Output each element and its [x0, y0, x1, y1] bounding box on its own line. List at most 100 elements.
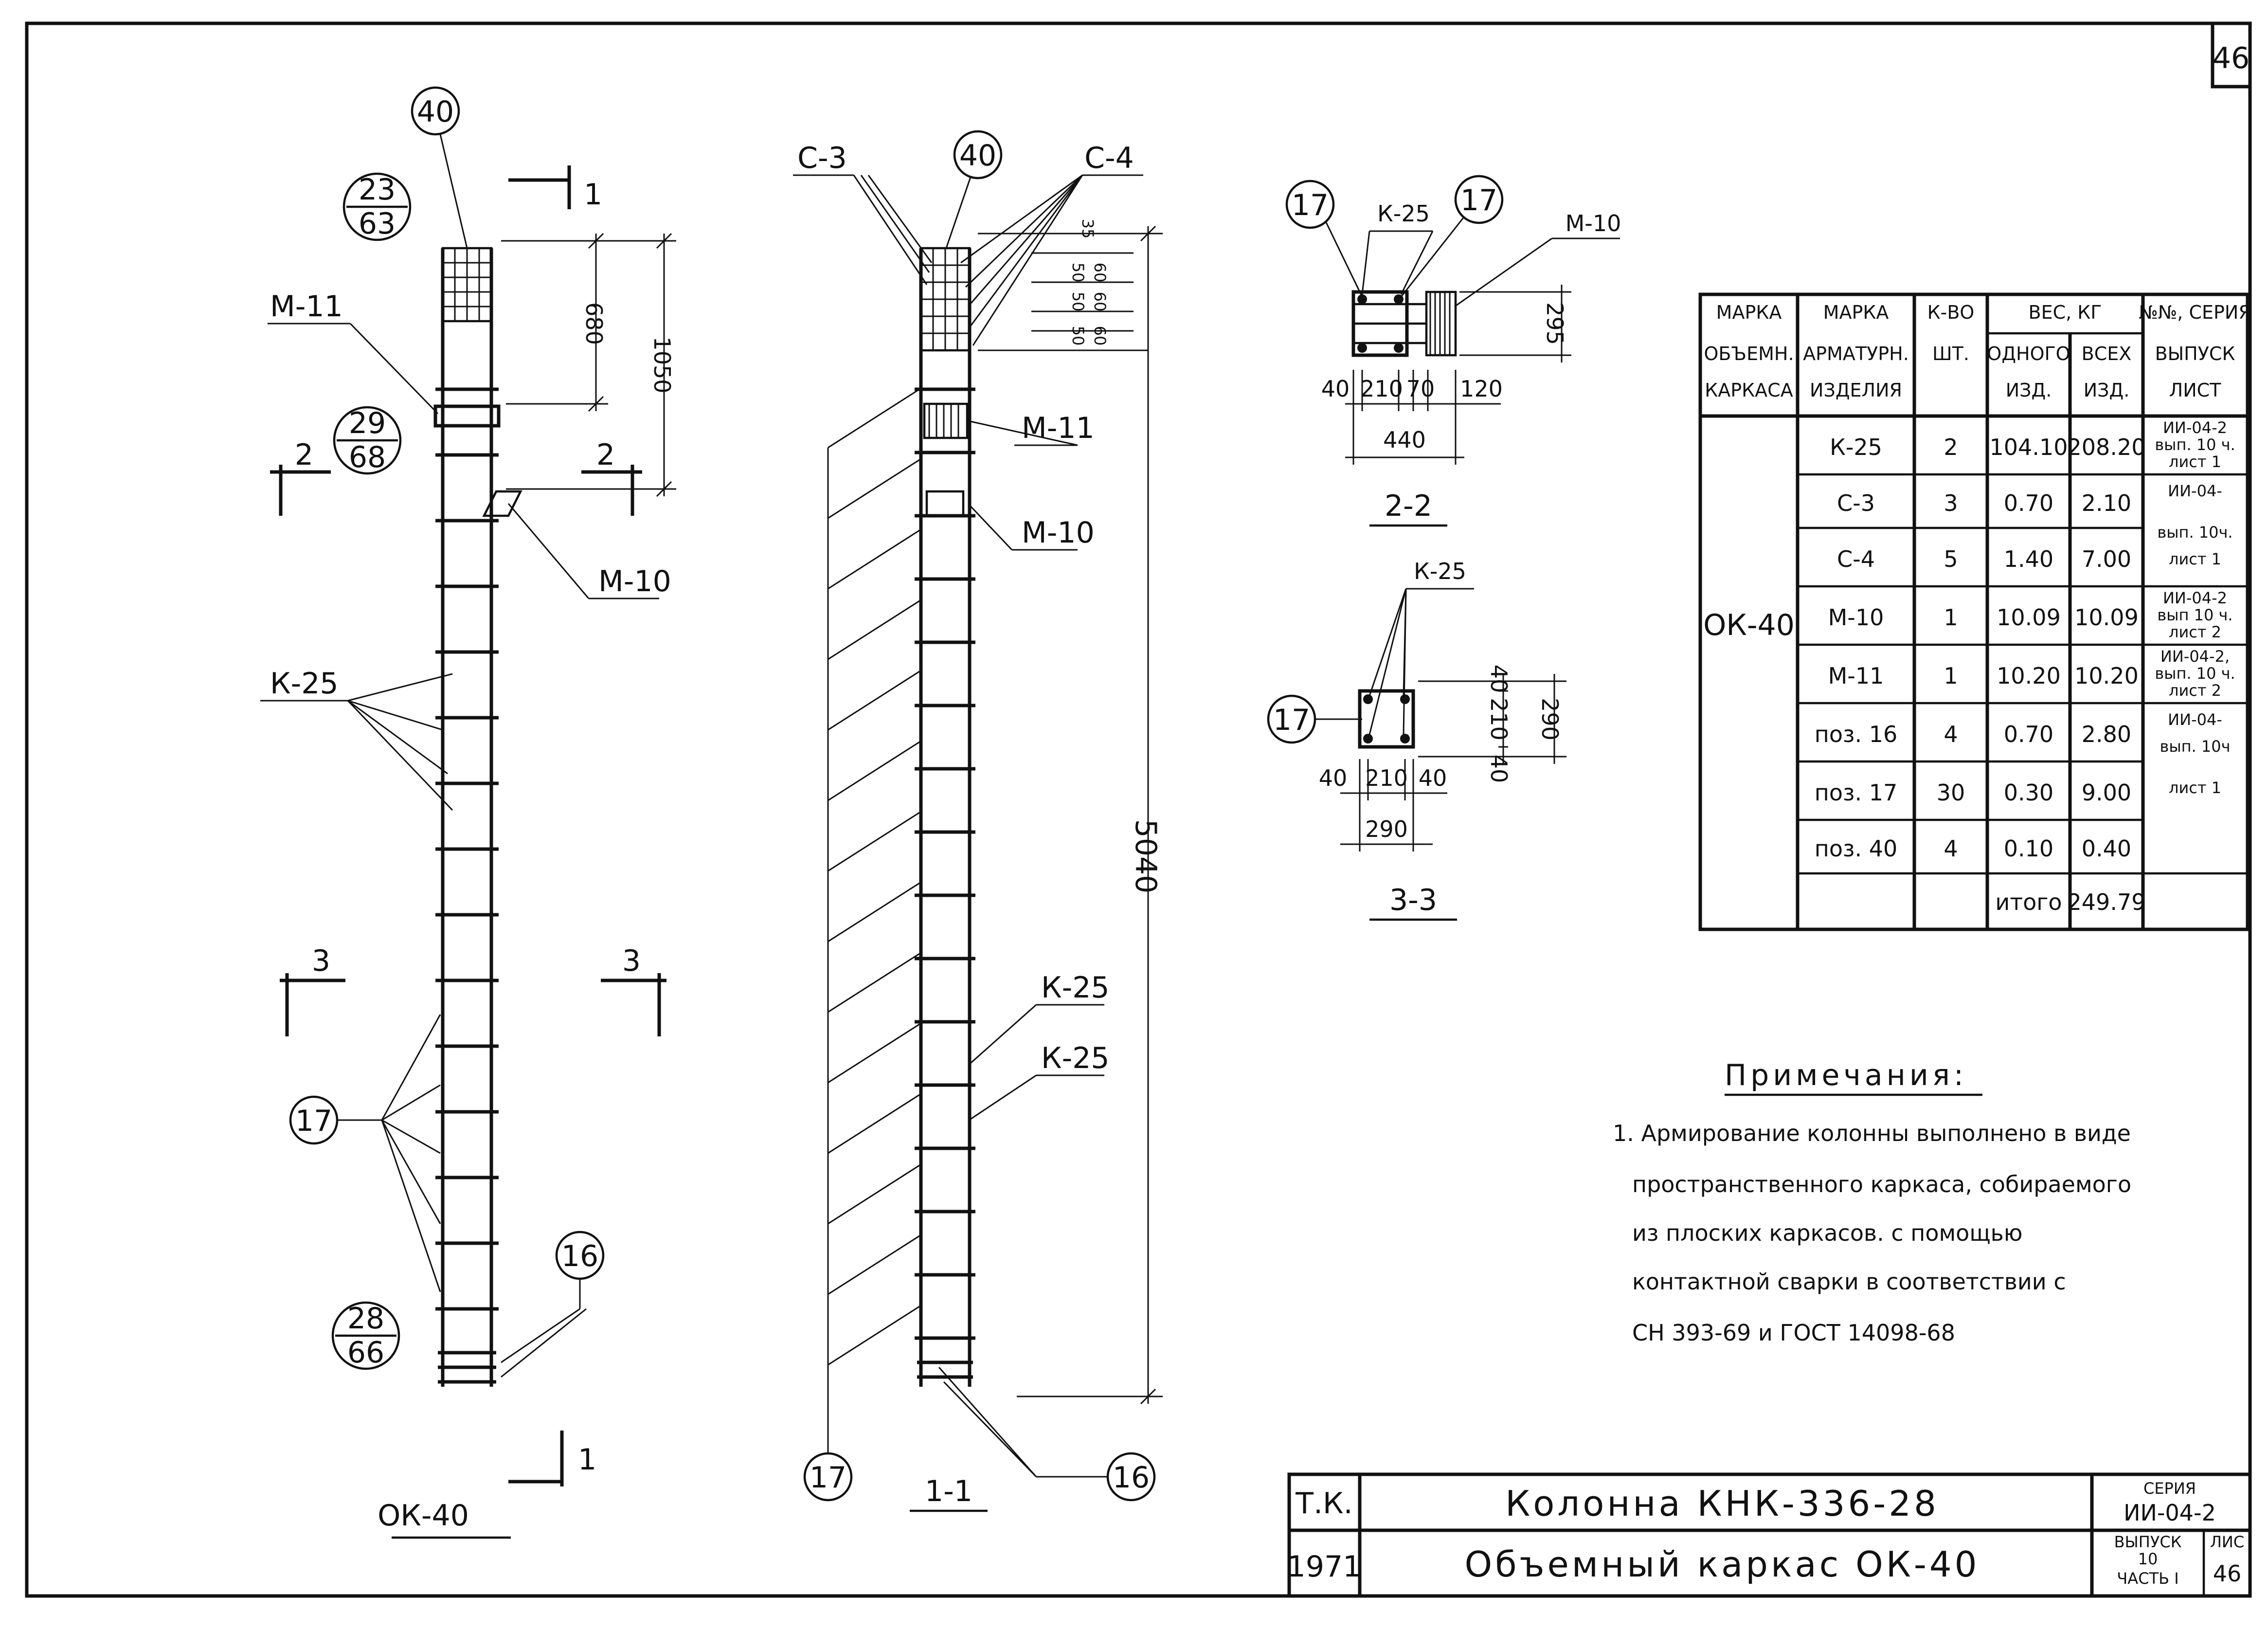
- leader-line: [828, 529, 920, 590]
- section-2-2-view: 17 17 К-25 М-10 295 40 210 70 120 440 2-…: [1285, 175, 1621, 527]
- mark-k25: К-25: [270, 667, 339, 701]
- note-line-3: из плоских каркасов. с помощью: [1632, 1220, 2022, 1246]
- drawing-title-1: Колонна КНК-336-28: [1505, 1483, 1939, 1524]
- row-item: С-3: [1837, 490, 1875, 516]
- row-qty: 30: [1937, 779, 1965, 806]
- callout-17: 17: [295, 1104, 332, 1138]
- plate-m10-1-1: [925, 490, 965, 517]
- cut-top-label: 1: [584, 178, 602, 212]
- part-label: ЧАСТЬ I: [2117, 1569, 2178, 1588]
- th-col6-c: ЛИСТ: [2169, 380, 2222, 401]
- section-3-3-view: К-25 17 40 210 40 290 40 210 40 290 3-3: [1267, 558, 1566, 921]
- row-one: 0.70: [2004, 490, 2053, 516]
- row-ref: лист 2: [2169, 623, 2221, 641]
- row-all: 9.00: [2082, 779, 2131, 806]
- row-ref: ИИ-04-: [2168, 710, 2222, 729]
- callout-16: 16: [561, 1239, 598, 1273]
- plate-m10: [482, 490, 522, 517]
- th-col5-a: ВСЕХ: [2082, 343, 2132, 364]
- dim-35: 35: [1079, 219, 1097, 239]
- note-line-5: СН 393-69 и ГОСТ 14098-68: [1632, 1320, 1955, 1346]
- th-col2-b: АРМАТУРН.: [1803, 343, 1909, 364]
- mark-k25-a: К-25: [1041, 971, 1110, 1005]
- row-ref: вып 10 ч.: [2157, 606, 2232, 624]
- plate-m11: [433, 404, 501, 428]
- row-item: поз. 17: [1815, 779, 1897, 806]
- row-ref: лист 1: [2169, 453, 2221, 471]
- series-label: СЕРИЯ: [2143, 1479, 2196, 1498]
- dim-60-a: 60: [1091, 263, 1109, 283]
- leader-line: [828, 388, 920, 449]
- dim-40-3-3-bot: 40: [1486, 755, 1512, 783]
- drawing-title-2: Объемный каркас ОК-40: [1465, 1544, 1980, 1585]
- leader-line: [828, 953, 920, 1013]
- series-value: ИИ-04-2: [2124, 1500, 2216, 1526]
- row-qty: 2: [1944, 434, 1958, 460]
- ref-63: 63: [359, 207, 396, 241]
- mark-m11: М-11: [270, 290, 343, 324]
- row-all: 10.09: [2074, 604, 2139, 631]
- row-one: 0.30: [2004, 779, 2053, 806]
- callout-17b-2-2: 17: [1460, 183, 1497, 217]
- dim-120-2-2: 120: [1460, 376, 1503, 402]
- leader-line: [828, 1094, 920, 1154]
- row-one: 104.10: [1990, 434, 2068, 460]
- mark-k25-3-3: К-25: [1414, 558, 1466, 584]
- dim-290-3-3-h: 290: [1365, 816, 1408, 842]
- note-line-1: 1. Армирование колонны выполнено в виде: [1613, 1120, 2131, 1146]
- row-all: 0.40: [2082, 835, 2131, 862]
- total-label: итого: [1995, 889, 2062, 915]
- row-ref: лист 1: [2169, 550, 2221, 568]
- callout-17-3-3: 17: [1273, 703, 1310, 737]
- leader-line: [828, 812, 920, 872]
- notes-heading: Примечания:: [1725, 1058, 1967, 1092]
- th-col1-c: КАРКАСА: [1705, 380, 1793, 401]
- ties-1-1: [915, 387, 975, 1340]
- top-mesh: [441, 247, 493, 323]
- ref-23: 23: [359, 173, 396, 207]
- th-weight: ВЕС, КГ: [2029, 302, 2102, 323]
- row-qty: 1: [1944, 604, 1958, 631]
- dim-40-2-2: 40: [1321, 376, 1350, 402]
- org-label: Т.К.: [1295, 1486, 1352, 1521]
- leader-line: [828, 882, 920, 942]
- issue-label: ВЫПУСК: [2114, 1533, 2182, 1551]
- note-line-4: контактной сварки в соответствии с: [1632, 1269, 2066, 1295]
- th-col5-b: ИЗД.: [2084, 380, 2130, 401]
- dim-440-2-2: 440: [1383, 427, 1426, 453]
- row-item: М-11: [1828, 663, 1884, 689]
- dim-70-2-2: 70: [1406, 376, 1435, 402]
- mark-m11-1-1: М-11: [1022, 411, 1095, 445]
- ref-68: 68: [349, 440, 386, 474]
- section-3-3-title: 3-3: [1389, 883, 1437, 917]
- total-value: 249.79: [2068, 889, 2146, 915]
- row-one: 10.20: [1997, 663, 2061, 689]
- row-one: 1.40: [2004, 546, 2053, 572]
- ref-28: 28: [347, 1302, 384, 1336]
- dim-290-3-3-v: 290: [1537, 698, 1563, 741]
- cut-bottom-label: 1: [578, 1443, 596, 1477]
- row-ref: ИИ-04-2: [2163, 589, 2227, 607]
- row-qty: 1: [1944, 663, 1958, 689]
- dim-40-3-3-r: 40: [1419, 765, 1447, 791]
- elevation-view: 40 23 63 29 68 28 66 1 1 2 2 3: [260, 86, 676, 1539]
- dim-1050: 1050: [649, 336, 675, 393]
- th-col6-a: №№, СЕРИЯ: [2139, 302, 2251, 323]
- mark-k25-b: К-25: [1041, 1041, 1110, 1075]
- mark-m10: М-10: [598, 564, 671, 598]
- dim-50-c: 50: [1069, 326, 1087, 346]
- sheet-number: 46: [2213, 41, 2250, 75]
- frame-mark: ОК-40: [1703, 608, 1795, 642]
- th-col1-b: ОБЪЕМН.: [1704, 343, 1794, 364]
- th-col3-a: К-ВО: [1927, 302, 1975, 323]
- callout-16-1-1: 16: [1113, 1461, 1150, 1495]
- leader-line: [828, 459, 920, 519]
- dim-5040: 5040: [1129, 819, 1163, 894]
- ref-29: 29: [349, 406, 386, 440]
- row-ref: вып. 10ч: [2160, 737, 2230, 756]
- row-qty: 5: [1944, 546, 1958, 572]
- issue-number: 10: [2138, 1550, 2158, 1568]
- dim-210-3-3-h: 210: [1365, 765, 1408, 791]
- th-col4-b: ИЗД.: [2006, 380, 2052, 401]
- leader-line: [828, 1235, 920, 1295]
